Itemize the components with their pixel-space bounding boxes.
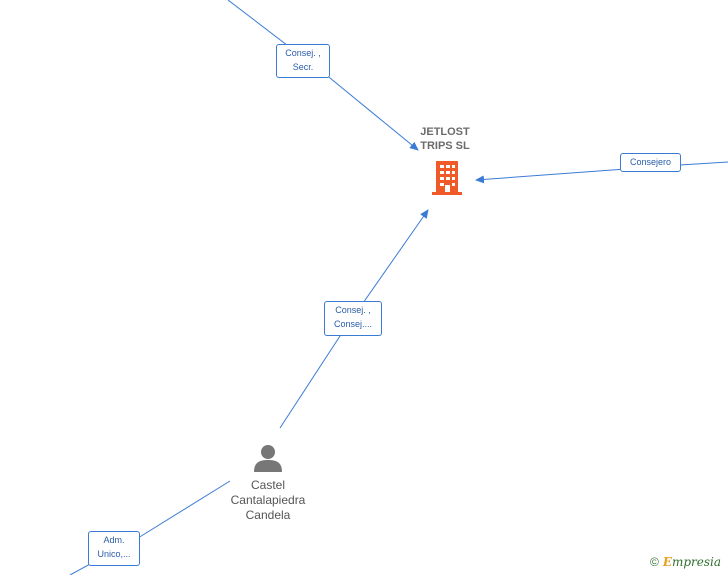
edge-line-top <box>227 0 419 151</box>
person-name-line: Candela <box>245 508 291 522</box>
edge-label-line: Consej. , <box>335 305 371 315</box>
edge-label-line: Unico,... <box>97 549 131 559</box>
edge-label-line: Consejero <box>629 157 672 167</box>
edge-label-line: Consej. , <box>285 48 321 58</box>
edge-label-right[interactable]: Consejero <box>620 153 681 172</box>
person-name[interactable]: Castel Cantalapiedra Candela <box>218 478 318 523</box>
edge-label-line: Adm. <box>103 535 125 545</box>
edge-line-person <box>279 209 429 429</box>
person-icon[interactable] <box>253 443 283 473</box>
building-icon[interactable] <box>430 160 464 196</box>
edge-label-line: Secr. <box>292 62 314 72</box>
copyright-icon: © <box>650 555 659 569</box>
company-name[interactable]: JETLOST TRIPS SL <box>400 125 490 153</box>
person-name-line: Castel <box>250 478 285 492</box>
edge-line-right <box>475 161 728 184</box>
brand-text: mpresia <box>672 555 722 569</box>
edge-label-person[interactable]: Consej. , Consej.... <box>324 301 382 336</box>
empresia-watermark: ©Empresia <box>650 555 721 569</box>
brand-initial: E <box>662 555 672 569</box>
company-name-line: TRIPS SL <box>420 140 470 152</box>
edge-label-line: Consej.... <box>333 319 373 329</box>
person-name-line: Cantalapiedra <box>230 493 306 507</box>
company-name-line: JETLOST <box>420 126 470 138</box>
edge-label-bottom[interactable]: Adm. Unico,... <box>88 531 140 566</box>
edge-label-top[interactable]: Consej. , Secr. <box>276 44 330 78</box>
